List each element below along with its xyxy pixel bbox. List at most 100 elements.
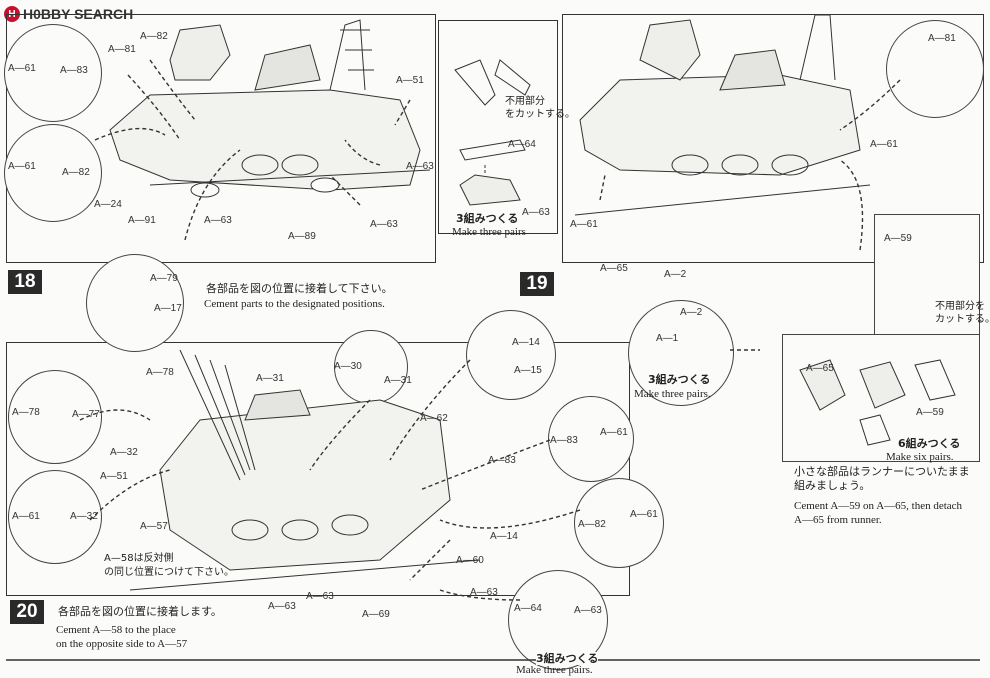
part-label: A—2 bbox=[680, 307, 703, 318]
step18-cut-note-2: をカットする。 bbox=[505, 109, 575, 120]
step18-cut-note-1: 不用部分 bbox=[505, 96, 545, 107]
step20-instruction-jp: 各部品を図の位置に接着します。 bbox=[58, 605, 222, 618]
part-label: A—31 bbox=[384, 375, 412, 386]
step18-inset-frame bbox=[438, 20, 558, 234]
step18-pairs-en: Make three pairs bbox=[452, 226, 526, 238]
part-label: A—64 bbox=[508, 139, 536, 150]
step20-detail-circle-2 bbox=[8, 470, 102, 564]
part-label: A—63 bbox=[470, 587, 498, 598]
part-label: A—31 bbox=[256, 373, 284, 384]
step19-detail-circle-2 bbox=[628, 300, 734, 406]
part-label: A—82 bbox=[140, 31, 168, 42]
step19-runner-note-jp-1: 小さな部品はランナーについたまま bbox=[794, 465, 970, 478]
step19-six-pairs-en: Make six pairs. bbox=[886, 451, 954, 463]
step18-hull-drawing bbox=[109, 19, 431, 198]
part-label: A—24 bbox=[94, 199, 122, 210]
step20-detail-circle-3 bbox=[334, 330, 408, 404]
part-label: A—61 bbox=[8, 161, 36, 172]
part-label: A—82 bbox=[578, 519, 606, 530]
step20-detail-circle-1 bbox=[8, 370, 102, 464]
part-label: A—63 bbox=[306, 591, 334, 602]
step19-pairs-en: Make three pairs. bbox=[634, 388, 711, 400]
step19-hull-drawing bbox=[574, 14, 871, 216]
step18-inset-drawing bbox=[454, 59, 531, 206]
part-label: A—82 bbox=[62, 167, 90, 178]
step19-six-pairs-jp: 6組みつくる bbox=[898, 437, 961, 450]
part-label: A—83 bbox=[488, 455, 516, 466]
part-label: A—59 bbox=[884, 233, 912, 244]
step20-leaders bbox=[79, 359, 581, 601]
step19-six-pairs-drawing bbox=[799, 359, 956, 446]
part-label: A—63 bbox=[522, 207, 550, 218]
step19-detail-circle-1 bbox=[886, 20, 984, 118]
step18-detail-circle-2 bbox=[4, 124, 102, 222]
part-label: A—60 bbox=[456, 555, 484, 566]
part-label: A—61 bbox=[8, 63, 36, 74]
part-label: A—77 bbox=[72, 409, 100, 420]
part-label: A—79 bbox=[150, 273, 178, 284]
part-label: A—64 bbox=[514, 603, 542, 614]
part-label: A—32 bbox=[70, 511, 98, 522]
part-label: A—91 bbox=[128, 215, 156, 226]
step20-instruction-en-2: on the opposite side to A—57 bbox=[56, 638, 188, 650]
step20-detail-circle-5 bbox=[548, 396, 634, 482]
step18-instruction-jp: 各部品を図の位置に接着して下さい。 bbox=[206, 282, 393, 295]
part-label: A—63 bbox=[268, 601, 296, 612]
step19-runner-note-en-2: A—65 from runner. bbox=[794, 514, 882, 526]
step20-detail-circle-6 bbox=[574, 478, 664, 568]
part-label: A—63 bbox=[406, 161, 434, 172]
part-label: A—14 bbox=[512, 337, 540, 348]
part-label: A—63 bbox=[574, 605, 602, 616]
step19-cut-note-2: カットする。 bbox=[935, 314, 990, 325]
part-label: A—65 bbox=[806, 363, 834, 374]
step19-runner-note-en-1: Cement A—59 on A—65, then detach bbox=[794, 500, 963, 512]
part-label: A—30 bbox=[334, 361, 362, 372]
part-label: A—89 bbox=[288, 231, 316, 242]
part-label: A—51 bbox=[100, 471, 128, 482]
step19-pairs-jp: 3組みつくる bbox=[648, 373, 711, 386]
step20-pairs-jp: 3組みつくる bbox=[536, 652, 599, 665]
part-label: A—59 bbox=[916, 407, 944, 418]
step20-note-jp-2: の同じ位置につけて下さい。 bbox=[104, 567, 234, 578]
part-label: A—17 bbox=[154, 303, 182, 314]
part-label: A—32 bbox=[110, 447, 138, 458]
part-label: A—63 bbox=[370, 219, 398, 230]
step20-pairs-en: Make three pairs. bbox=[516, 664, 593, 676]
part-label: A—61 bbox=[12, 511, 40, 522]
part-label: A—83 bbox=[550, 435, 578, 446]
step20-note-jp-1: A—58は反対側 bbox=[104, 553, 174, 564]
part-label: A—81 bbox=[928, 33, 956, 44]
part-label: A—83 bbox=[60, 65, 88, 76]
part-label: A—1 bbox=[656, 333, 679, 344]
part-label: A—57 bbox=[140, 521, 168, 532]
part-label: A—78 bbox=[146, 367, 174, 378]
step18-leaders bbox=[94, 59, 411, 241]
part-label: A—78 bbox=[12, 407, 40, 418]
step20-frame bbox=[6, 342, 630, 596]
step20-hull-drawing bbox=[129, 349, 481, 591]
step19-leaders bbox=[599, 79, 901, 351]
step20-instruction-en-1: Cement A—58 to the place bbox=[56, 624, 176, 636]
part-label: A—15 bbox=[514, 365, 542, 376]
step18-detail-circle-1 bbox=[4, 24, 102, 122]
part-label: A—81 bbox=[108, 44, 136, 55]
part-label: A—14 bbox=[490, 531, 518, 542]
step-18-badge: 18 bbox=[8, 270, 42, 294]
part-label: A—62 bbox=[420, 413, 448, 424]
part-label: A—2 bbox=[664, 269, 687, 280]
step19-runner-note-jp-2: 組みましょう。 bbox=[794, 479, 871, 492]
step20-detail-circle-4 bbox=[466, 310, 556, 400]
step18-pairs-jp: 3組みつくる bbox=[456, 212, 519, 225]
step18-instruction-en: Cement parts to the designated positions… bbox=[204, 298, 385, 310]
part-label: A—69 bbox=[362, 609, 390, 620]
step19-frame bbox=[562, 14, 984, 263]
part-label: A—61 bbox=[570, 219, 598, 230]
step-20-badge: 20 bbox=[10, 600, 44, 624]
step18-detail-circle-3 bbox=[86, 254, 184, 352]
part-label: A—65 bbox=[600, 263, 628, 274]
part-label: A—63 bbox=[204, 215, 232, 226]
part-label: A—61 bbox=[600, 427, 628, 438]
part-label: A—61 bbox=[870, 139, 898, 150]
step-19-badge: 19 bbox=[520, 272, 554, 296]
